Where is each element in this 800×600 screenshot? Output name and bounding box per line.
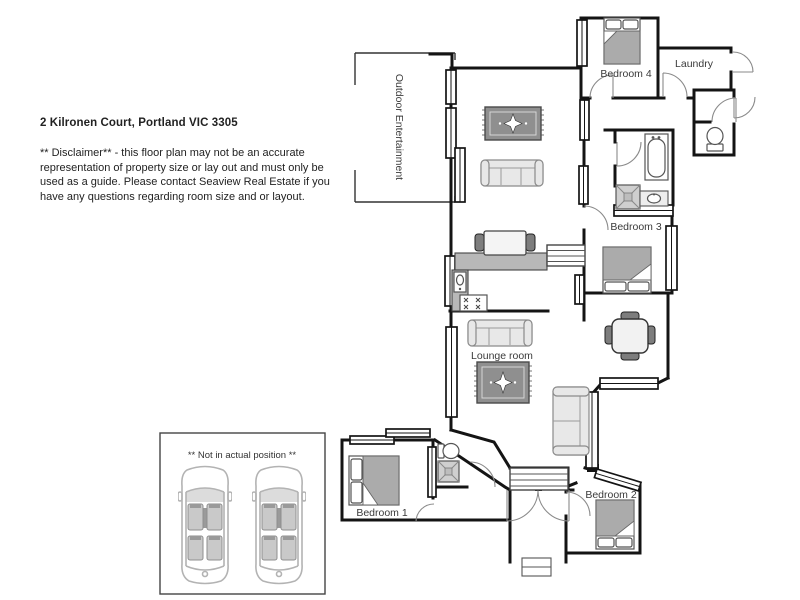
car-top-view <box>252 465 306 585</box>
living-sofa <box>480 159 544 187</box>
garage: ** Not in actual position ** <box>159 432 326 595</box>
bed-bedroom2 <box>595 499 635 550</box>
lounge-sofa <box>467 319 533 347</box>
window <box>579 99 590 141</box>
vanity-basin <box>639 190 669 207</box>
garage-note: ** Not in actual position ** <box>188 450 297 461</box>
window <box>445 326 458 418</box>
bed-bedroom3 <box>602 246 652 294</box>
shower <box>615 184 641 210</box>
window <box>445 107 457 159</box>
car-top-view <box>178 465 232 585</box>
room-labels: Bedroom 4 Laundry Bedroom 3 Lounge room … <box>356 58 713 519</box>
bathtub <box>644 133 669 181</box>
shower-ensuite <box>437 460 460 483</box>
window <box>578 165 589 205</box>
window <box>445 69 457 105</box>
stairs <box>546 244 586 267</box>
room-label-laundry: Laundry <box>675 58 714 70</box>
toilet-wc <box>706 126 724 152</box>
room-label-bedroom4: Bedroom 4 <box>600 68 652 80</box>
window <box>576 19 588 67</box>
stove-cooktop <box>459 294 488 312</box>
windows <box>349 19 678 498</box>
outdoor-entertainment-area: Outdoor Entertainment <box>354 52 456 203</box>
property-address-title: 2 Kilronen Court, Portland VIC 3305 <box>40 117 238 129</box>
header-text-block: 2 Kilronen Court, Portland VIC 3305 ** D… <box>40 117 348 204</box>
room-label-outdoor: Outdoor Entertainment <box>393 74 405 180</box>
room-label-lounge: Lounge room <box>471 350 533 362</box>
window <box>593 467 643 492</box>
living-rug <box>482 106 544 141</box>
disclaimer-text: ** Disclaimer** - this floor plan may no… <box>40 147 330 203</box>
window <box>349 435 395 445</box>
room-label-bedroom1: Bedroom 1 <box>356 507 408 519</box>
window <box>454 147 466 203</box>
robe <box>574 274 585 305</box>
kitchen <box>451 230 586 312</box>
dining-table <box>604 311 656 361</box>
toilet-ensuite <box>437 442 460 460</box>
bed-bedroom1 <box>348 455 400 506</box>
kitchen-sink <box>453 271 467 293</box>
window <box>385 428 431 438</box>
lounge-rug <box>474 361 532 404</box>
bed-bedroom4 <box>603 17 641 65</box>
porch-step <box>521 557 552 577</box>
doors <box>415 51 756 523</box>
window <box>599 377 659 390</box>
entry-steps <box>509 467 569 491</box>
room-label-bedroom3: Bedroom 3 <box>610 221 662 233</box>
kitchen-table <box>474 230 536 256</box>
window <box>665 225 678 291</box>
room-label-bedroom2: Bedroom 2 <box>585 489 637 501</box>
side-sofa <box>552 386 590 456</box>
robe <box>427 446 437 498</box>
